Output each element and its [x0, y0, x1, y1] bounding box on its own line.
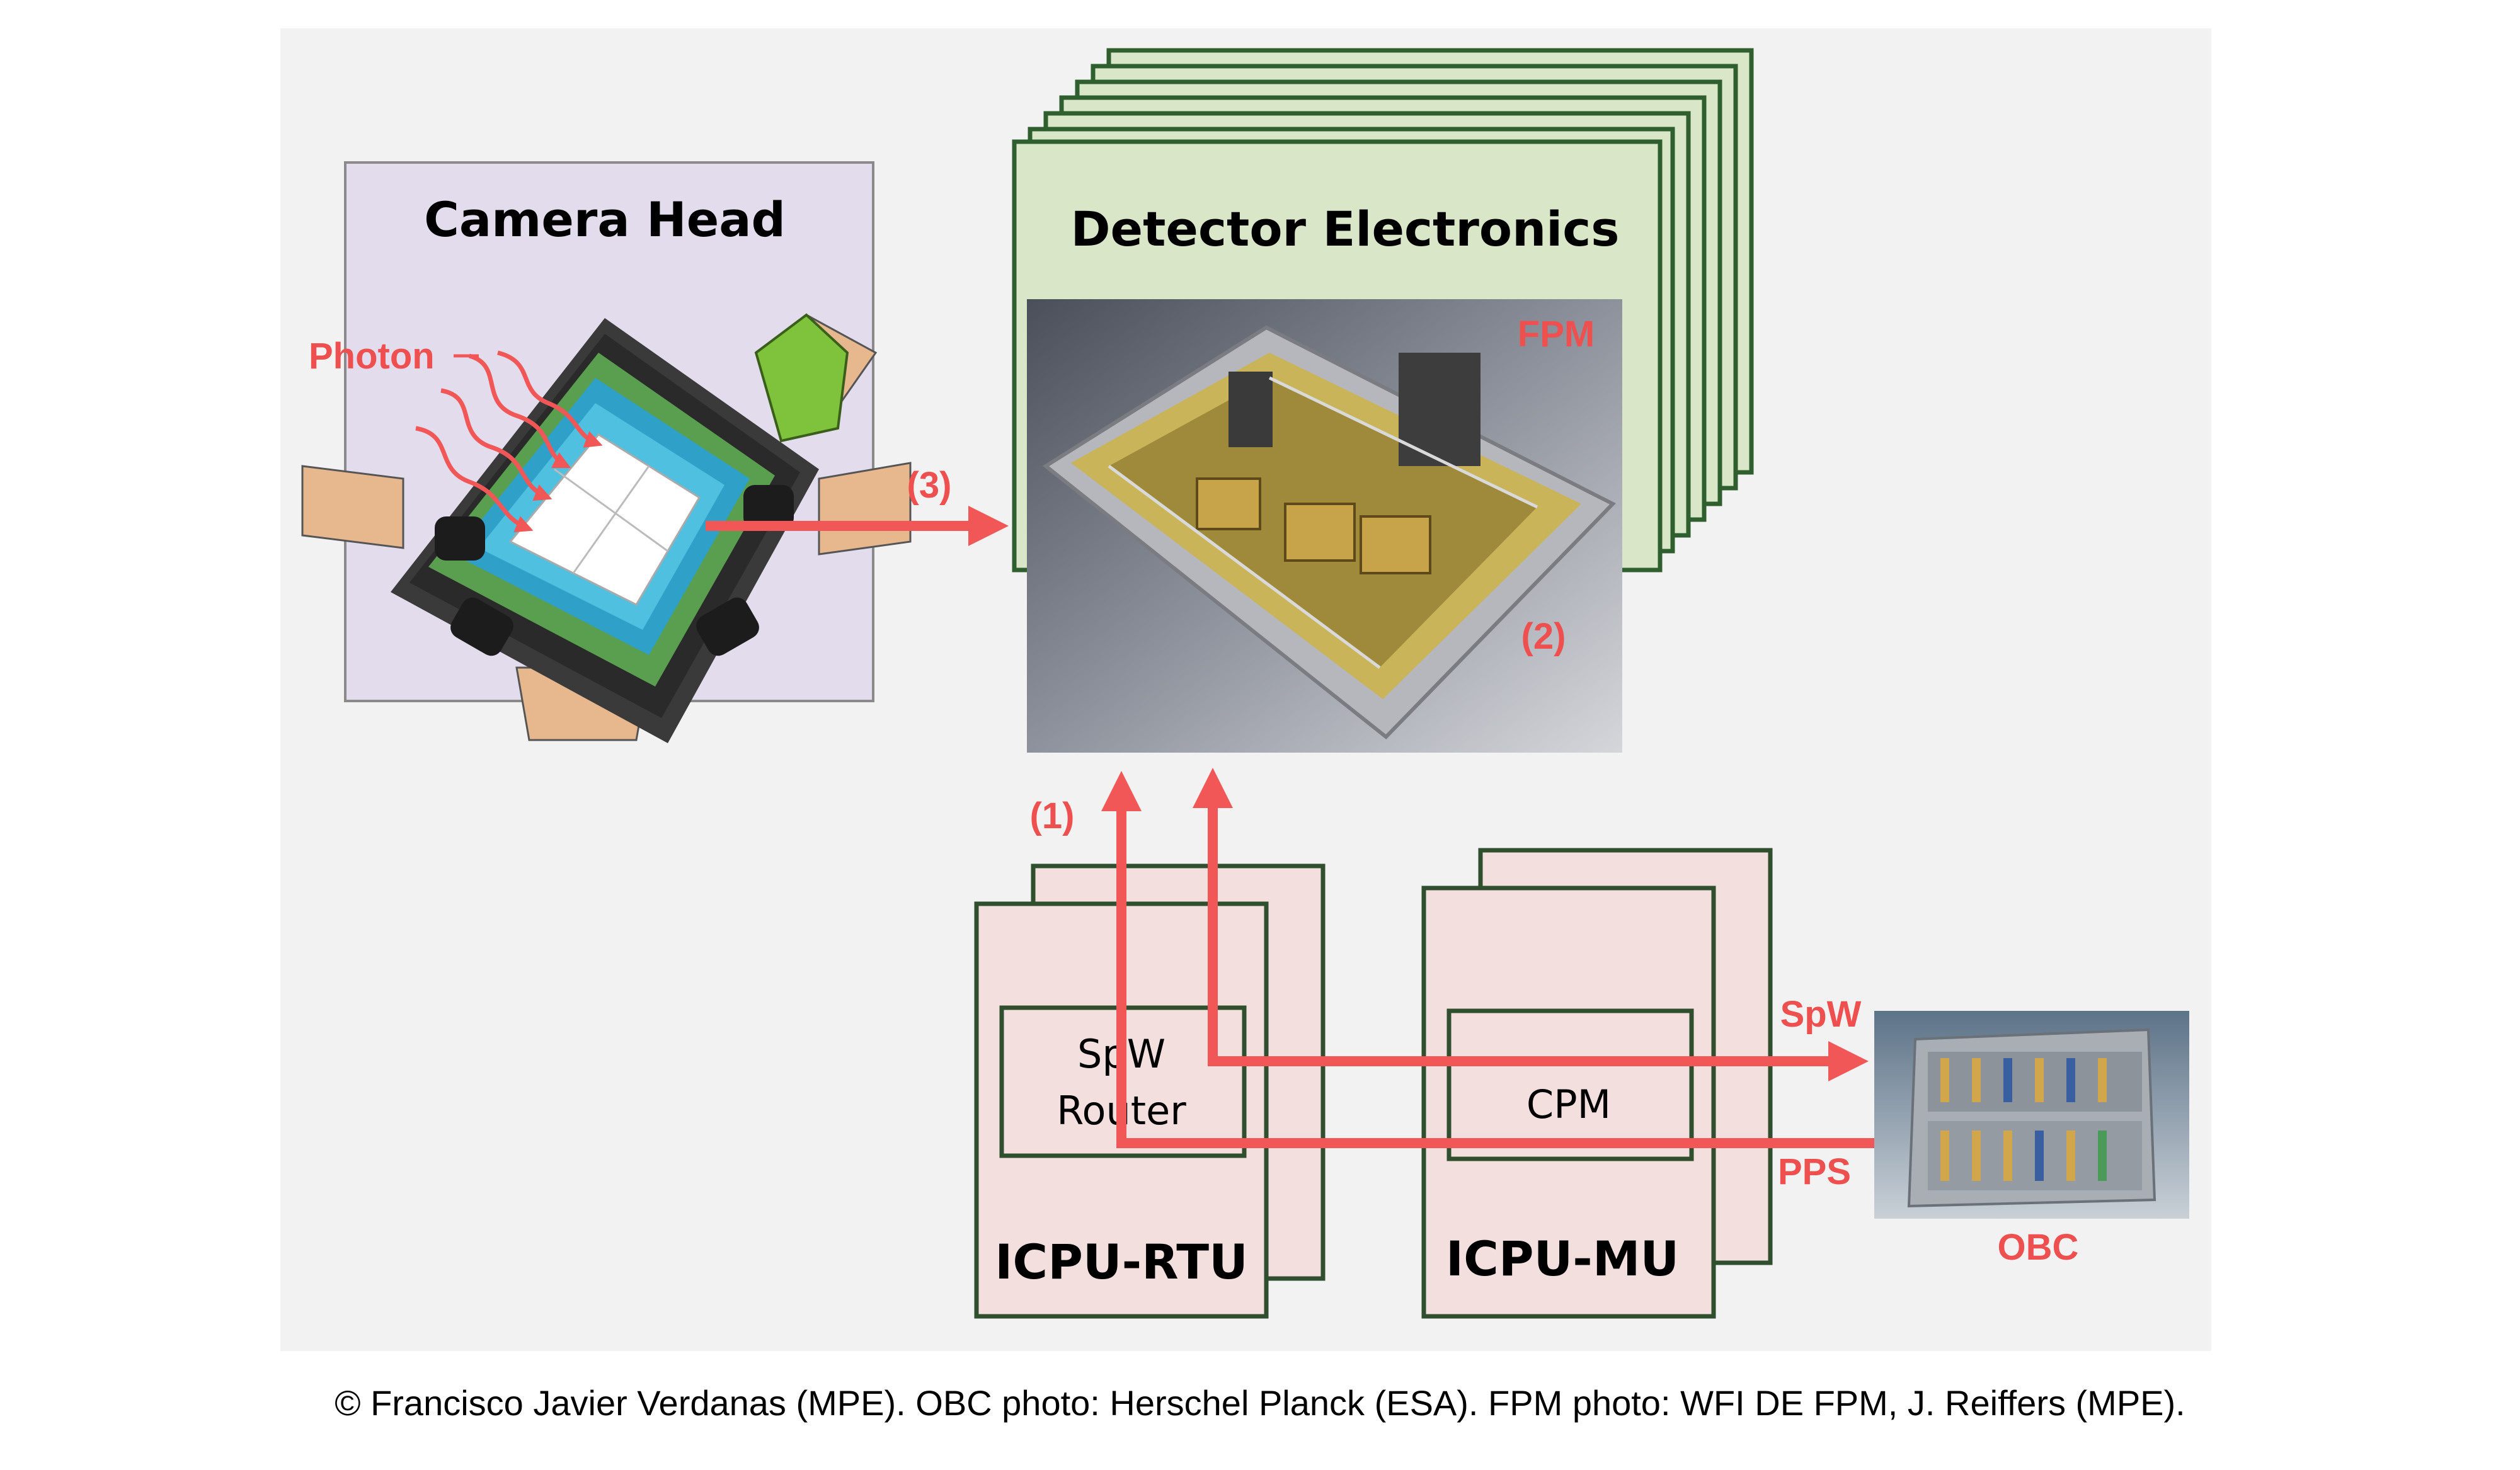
detector-electronics-title: Detector Electronics: [1070, 201, 1619, 257]
photon-label: Photon: [309, 336, 435, 377]
icpu-mu-block: CPM ICPU-MU: [1421, 848, 1773, 1319]
marker-1-label: (1): [1030, 795, 1075, 836]
spw-label: SpW: [1780, 994, 1862, 1035]
pps-label: PPS: [1778, 1151, 1851, 1192]
marker-2-label: (2): [1521, 616, 1566, 657]
icpu-rtu-title: ICPU-RTU: [995, 1234, 1248, 1290]
photon-arrows: [415, 350, 603, 533]
fpm-photo: FPM (2): [1027, 299, 1622, 753]
fpm-label: FPM: [1518, 314, 1595, 355]
cpm-label: CPM: [1526, 1081, 1611, 1127]
arrow-1-pps-to-detector: [1101, 771, 1881, 1148]
cpm-box: [1446, 1008, 1694, 1161]
camera-head-title: Camera Head: [424, 191, 786, 248]
figure-caption: © Francisco Javier Verdanas (MPE). OBC p…: [335, 1383, 2185, 1423]
icpu-mu-title: ICPU-MU: [1446, 1231, 1679, 1287]
marker-3-label: (3): [907, 465, 952, 506]
obc-label: OBC: [1998, 1227, 2079, 1268]
camera-head-block: Camera Head: [301, 161, 912, 743]
icpu-rtu-block: SpW Router ICPU-RTU: [974, 863, 1326, 1319]
arrow-spw-detector-to-obc: [1208, 781, 1869, 1081]
obc-photo: [1874, 1011, 2189, 1219]
camera-head-illustration: [301, 313, 912, 743]
